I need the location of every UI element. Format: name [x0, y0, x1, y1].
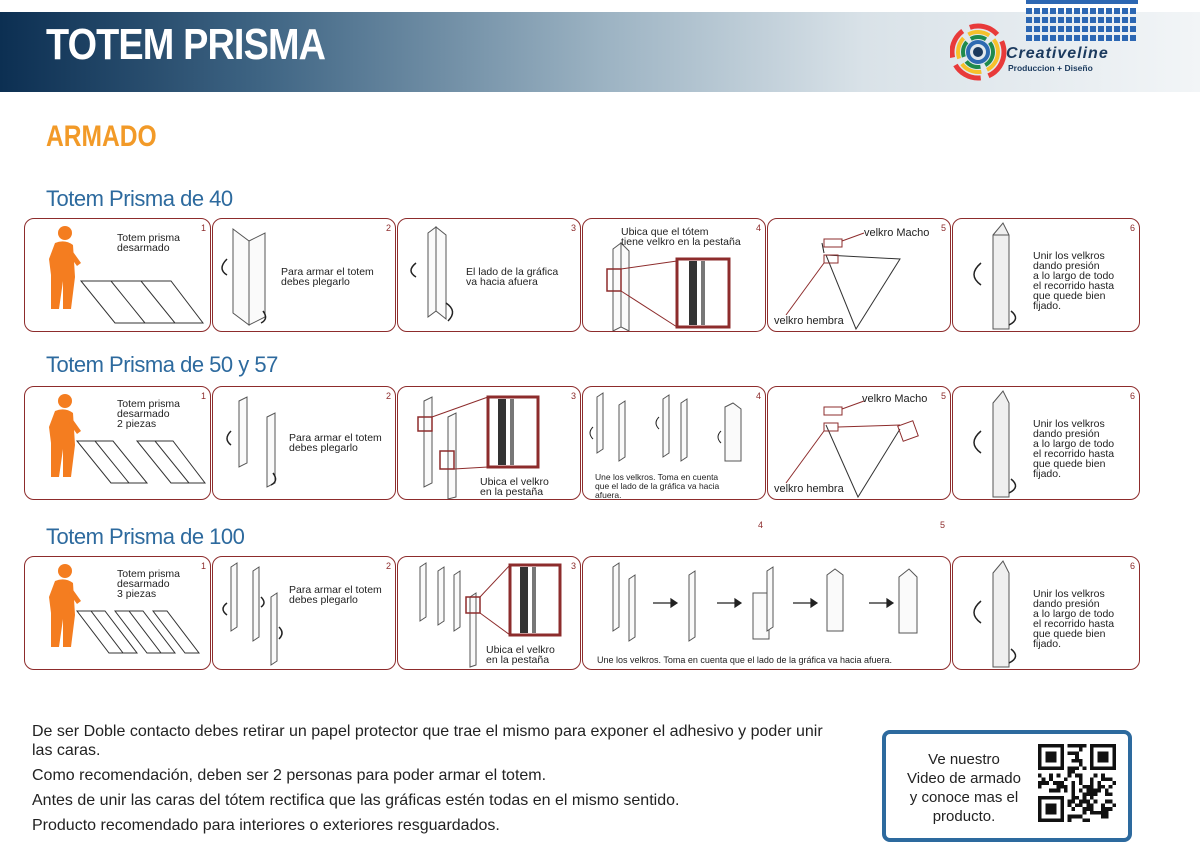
step-panel: Para armar el totem debes plegarlo 2 [212, 218, 396, 332]
step-panel: Para armar el totem debes plegarlo 2 [212, 556, 396, 670]
step-panel: velkro Macho velkro hembra 5 [767, 386, 951, 500]
step-text: Une los velkros. Toma en cuenta que el l… [595, 472, 720, 500]
step-panel: Unir los velkros dando presión a lo larg… [952, 386, 1140, 500]
step-panel: Ubica el velkro en la pestaña 3 [397, 386, 581, 500]
step-text: Unir los velkros dando presión a lo larg… [1033, 250, 1115, 312]
step-text: Ubica que el tótem tiene velkro en la pe… [621, 226, 741, 248]
step-panel: El lado de la gráfica va hacia afuera 3 [397, 218, 581, 332]
step-text: Ubica el velkro en la pestaña [480, 476, 549, 498]
person-flat-panels-illustration [49, 394, 207, 484]
step-number: 2 [385, 391, 391, 401]
step-panel: Ubica que el tótem tiene velkro en la pe… [582, 218, 766, 332]
step-number: 2 [385, 223, 391, 233]
step-number: 3 [570, 561, 576, 571]
velcro-male-label: velkro Macho [864, 227, 930, 239]
step-panel: Para armar el totem debes plegarlo 2 [212, 386, 396, 500]
fold-three-pieces-illustration [222, 562, 283, 666]
steps-row-100: Totem prisma desarmado 3 piezas 1 Para a… [24, 556, 1140, 670]
step-number: 3 [570, 391, 576, 401]
join-three-pieces-illustration [612, 562, 918, 642]
step-text: El lado de la gráfica va hacia afuera [466, 266, 559, 288]
step-text: Para armar el totem debes plegarlo [289, 584, 382, 606]
steps-row-50-57: Totem prisma desarmado 2 piezas 1 Para a… [24, 386, 1140, 500]
step-text: Une los velkros. Toma en cuenta que el l… [597, 655, 893, 665]
velcro-male-label: velkro Macho [862, 393, 928, 405]
person-flat-panels-illustration [49, 564, 201, 654]
fold-two-pieces-illustration [226, 396, 277, 488]
step-text: Ubica el velkro en la pestaña [486, 644, 555, 666]
note-paragraph: Como recomendación, deben ser 2 personas… [32, 767, 547, 784]
step-panel: Totem prisma desarmado 3 piezas 1 [24, 556, 211, 670]
graphic-side-illustration [410, 225, 454, 322]
steps-row-40: Totem prisma desarmado 1 Para armar el t… [24, 218, 1140, 332]
assembled-prism-illustration [973, 560, 1017, 668]
step-number: 1 [200, 391, 206, 401]
step-panel: Totem prisma desarmado 1 [24, 218, 211, 332]
assembled-prism-illustration [973, 222, 1017, 330]
velcro-tab-zoom-illustration [417, 395, 540, 499]
brand-tagline: Produccion + Diseño [1008, 63, 1093, 73]
assembled-prism-illustration [973, 390, 1017, 498]
qr-code-icon[interactable] [1038, 744, 1116, 822]
step-panel: Une los velkros. Toma en cuenta que el l… [582, 386, 766, 500]
step-number: 4 [755, 391, 761, 401]
row-title: Totem Prisma de 40 [46, 186, 233, 211]
step-text: Totem prisma desarmado 3 piezas [117, 568, 181, 600]
video-box-text: Ve nuestro Video de armado y conoce mas … [907, 751, 1021, 825]
step-number: 5 [940, 391, 946, 401]
step-text: Para armar el totem debes plegarlo [289, 432, 382, 454]
step-text: Unir los velkros dando presión a lo larg… [1033, 588, 1115, 650]
velcro-male-female-illustration [785, 232, 901, 331]
step-text: Totem prisma desarmado [117, 232, 181, 254]
step-number: 5 [940, 520, 946, 530]
page-title: TOTEM PRISMA [46, 20, 326, 69]
step-number: 6 [1129, 391, 1135, 401]
step-panel: Unir los velkros dando presión a lo larg… [952, 218, 1140, 332]
step-number: 6 [1129, 561, 1135, 571]
note-paragraph: De ser Doble contacto debes retirar un p… [32, 723, 823, 759]
step-number: 4 [755, 223, 761, 233]
velcro-female-label: velkro hembra [774, 315, 844, 327]
step-number: 1 [200, 223, 206, 233]
step-panel: Unir los velkros dando presión a lo larg… [952, 556, 1140, 670]
row-title: Totem Prisma de 100 [46, 524, 245, 549]
video-qr-box[interactable]: Ve nuestro Video de armado y conoce mas … [882, 730, 1132, 842]
velcro-tab-zoom-illustration [419, 562, 562, 668]
step-number: 1 [200, 561, 206, 571]
note-paragraph: Producto recomendado para interiores o e… [32, 817, 500, 834]
step-number: 2 [385, 561, 391, 571]
velcro-female-label: velkro hembra [774, 483, 844, 495]
step-panel-wide: Une los velkros. Toma en cuenta que el l… [582, 556, 951, 670]
step-text: Totem prisma desarmado 2 piezas [117, 398, 181, 430]
row-title: Totem Prisma de 50 y 57 [46, 352, 278, 377]
velcro-male-female-illustration [785, 400, 919, 499]
step-number: 6 [1129, 223, 1135, 233]
creativeline-logo-icon [950, 23, 1007, 81]
step-number: 3 [570, 223, 576, 233]
instructions-notes: De ser Doble contacto debes retirar un p… [32, 722, 832, 841]
step-number: 4 [758, 520, 764, 530]
step-text: Unir los velkros dando presión a lo larg… [1033, 418, 1115, 480]
fold-totem-illustration [221, 228, 267, 326]
join-velcros-illustration [589, 392, 742, 462]
note-paragraph: Antes de unir las caras del tótem rectif… [32, 792, 680, 809]
brand-name: Creativeline [1006, 45, 1109, 62]
section-heading: ARMADO [46, 120, 157, 153]
step-panel: Totem prisma desarmado 2 piezas 1 [24, 386, 211, 500]
step-text: Para armar el totem debes plegarlo [281, 266, 374, 288]
person-flat-panels-illustration [49, 226, 205, 324]
step-number: 5 [940, 223, 946, 233]
step-panel: velkro Macho velkro hembra 5 [767, 218, 951, 332]
pixel-grid-decoration [1026, 0, 1138, 41]
step-panel: Ubica el velkro en la pestaña 3 [397, 556, 581, 670]
velcro-tab-zoom-illustration [606, 241, 731, 331]
